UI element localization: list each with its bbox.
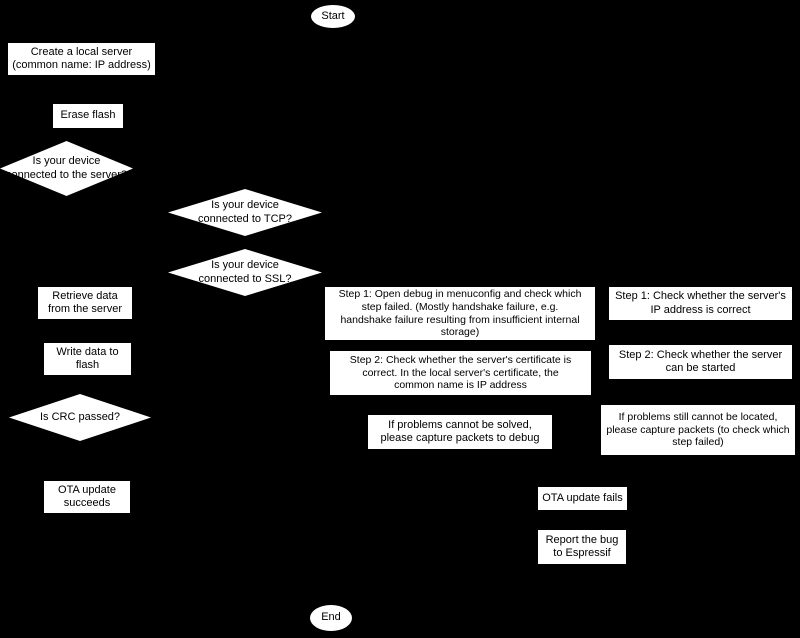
ota-fails-node: OTA update fails [537,486,628,511]
device-connected-ssl-label: Is your device connected to SSL? [198,259,292,285]
diamond-shape [9,394,151,441]
retrieve-data-label: Retrieve data from the server [48,289,122,315]
device-connected-ssl-decision: Is your device connected to SSL? [168,249,322,296]
erase-flash-node: Erase flash [52,103,124,129]
write-data-flash-node: Write data to flash [43,342,132,376]
ota-succeeds-node: OTA update succeeds [43,480,131,514]
diamond-polygon [9,394,151,441]
diamond-shape [168,249,322,296]
start-label: Start [321,9,345,22]
tcp-step1-node: Step 1: Check whether the server's IP ad… [608,286,793,321]
device-connected-tcp-label: Is your device connected to TCP? [198,199,292,225]
report-bug-label: Report the bug to Espressif [545,533,619,559]
ota-succeeds-label: OTA update succeeds [58,483,116,509]
ssl-step1-node: Step 1: Open debug in menuconfig and che… [324,286,596,341]
erase-flash-label: Erase flash [60,109,116,122]
device-connected-tcp-decision: Is your device connected to TCP? [168,189,322,236]
device-connected-server-decision: Is your device connected to the server? [0,141,133,196]
tcp-capture-packets-label: If problems still cannot be located, ple… [606,410,790,449]
ssl-step2-label: Step 2: Check whether the server's certi… [349,353,572,392]
tcp-step2-node: Step 2: Check whether the server can be … [608,344,793,380]
diamond-polygon [0,141,133,196]
end-node: End [309,604,353,632]
create-local-server-label: Create a local server (common name: IP a… [12,45,151,71]
tcp-capture-packets-node: If problems still cannot be located, ple… [600,404,796,456]
ota-fails-label: OTA update fails [542,491,623,504]
start-node: Start [310,4,356,29]
tcp-step2-label: Step 2: Check whether the server can be … [618,348,783,374]
ssl-step2-node: Step 2: Check whether the server's certi… [329,350,592,396]
diamond-shape [0,141,133,196]
ssl-capture-packets-label: If problems cannot be solved, please cap… [380,418,540,444]
diamond-polygon [168,249,322,296]
crc-passed-decision: Is CRC passed? [9,394,151,441]
diamond-shape [168,189,322,236]
crc-passed-label: Is CRC passed? [39,410,121,423]
ssl-capture-packets-node: If problems cannot be solved, please cap… [367,414,553,450]
report-bug-node: Report the bug to Espressif [537,529,627,565]
device-connected-server-label: Is your device connected to the server? [5,155,128,181]
create-local-server-node: Create a local server (common name: IP a… [7,42,156,76]
write-data-flash-label: Write data to flash [56,345,119,371]
retrieve-data-node: Retrieve data from the server [37,286,133,320]
end-label: End [321,611,341,624]
diamond-polygon [168,189,322,236]
tcp-step1-label: Step 1: Check whether the server's IP ad… [615,290,786,316]
ssl-step1-label: Step 1: Open debug in menuconfig and che… [338,287,582,339]
